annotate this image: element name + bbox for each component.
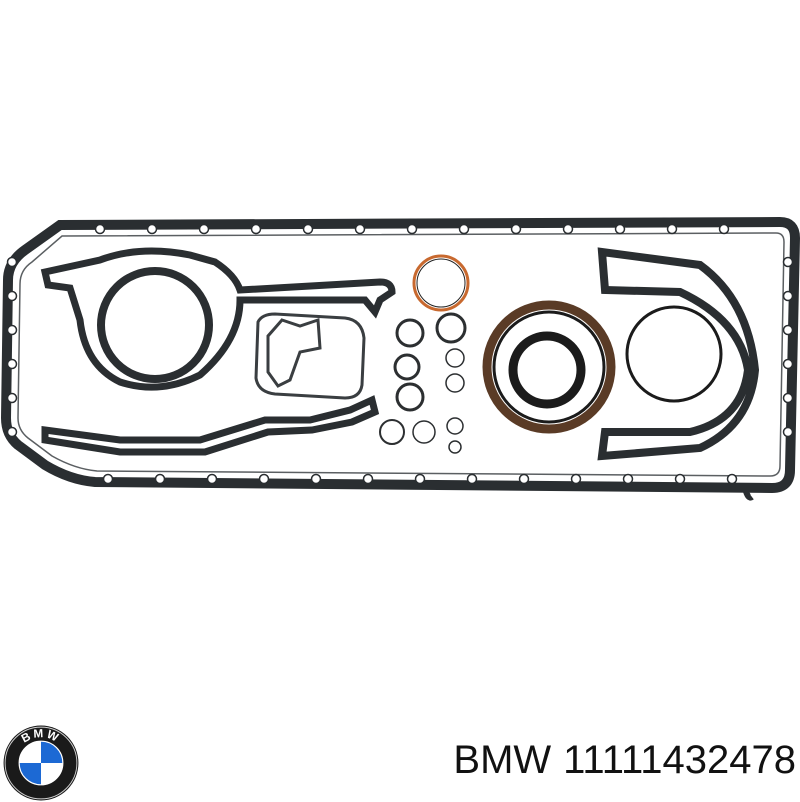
logo-lettering: BMW	[19, 727, 60, 746]
bolt-hole	[458, 223, 470, 235]
svg-text:BMW: BMW	[19, 727, 62, 746]
bolt-hole	[510, 223, 522, 235]
bolt-hole	[146, 223, 158, 235]
bolt-hole	[782, 358, 794, 370]
gasket-bolt-holes	[6, 223, 794, 485]
bolt-hole	[718, 223, 730, 235]
bolt-hole	[206, 473, 218, 485]
oil-pan-gasket	[0, 216, 800, 501]
bolt-hole	[94, 223, 106, 235]
bolt-hole	[614, 223, 626, 235]
bolt-hole	[302, 223, 314, 235]
bolt-hole	[6, 358, 18, 370]
rear-cover-gasket	[597, 247, 760, 461]
bolt-hole	[622, 473, 634, 485]
bolt-hole	[354, 223, 366, 235]
part-number: 11111432478	[563, 738, 796, 782]
front-cover-gasket	[40, 247, 396, 456]
bolt-hole	[258, 473, 270, 485]
bolt-hole	[674, 473, 686, 485]
bolt-hole	[782, 392, 794, 404]
bolt-hole	[6, 256, 18, 268]
bolt-hole	[310, 473, 322, 485]
bolt-hole	[466, 473, 478, 485]
product-photo	[0, 216, 800, 501]
bolt-hole	[6, 392, 18, 404]
bolt-hole	[782, 290, 794, 302]
bolt-hole	[726, 473, 738, 485]
brand-logo: BMW	[3, 725, 79, 801]
bolt-hole	[154, 473, 166, 485]
bolt-hole	[6, 290, 18, 302]
bolt-hole	[518, 473, 530, 485]
bolt-hole	[198, 223, 210, 235]
bolt-hole	[782, 256, 794, 268]
bolt-hole	[102, 473, 114, 485]
bolt-hole	[362, 473, 374, 485]
bolt-hole	[562, 223, 574, 235]
brand-name: BMW	[453, 738, 552, 782]
bolt-hole	[6, 324, 18, 336]
bolt-hole	[406, 223, 418, 235]
roundel-quarters	[19, 741, 63, 785]
thin-cover-gasket	[254, 312, 366, 400]
bolt-hole	[666, 223, 678, 235]
small-o-rings	[379, 312, 467, 454]
bolt-hole	[570, 473, 582, 485]
bolt-hole	[6, 426, 18, 438]
bolt-hole	[782, 324, 794, 336]
orange-o-ring	[412, 254, 470, 312]
bolt-hole	[414, 473, 426, 485]
crankshaft-seal	[482, 300, 616, 434]
bolt-hole	[250, 223, 262, 235]
bolt-hole	[782, 426, 794, 438]
